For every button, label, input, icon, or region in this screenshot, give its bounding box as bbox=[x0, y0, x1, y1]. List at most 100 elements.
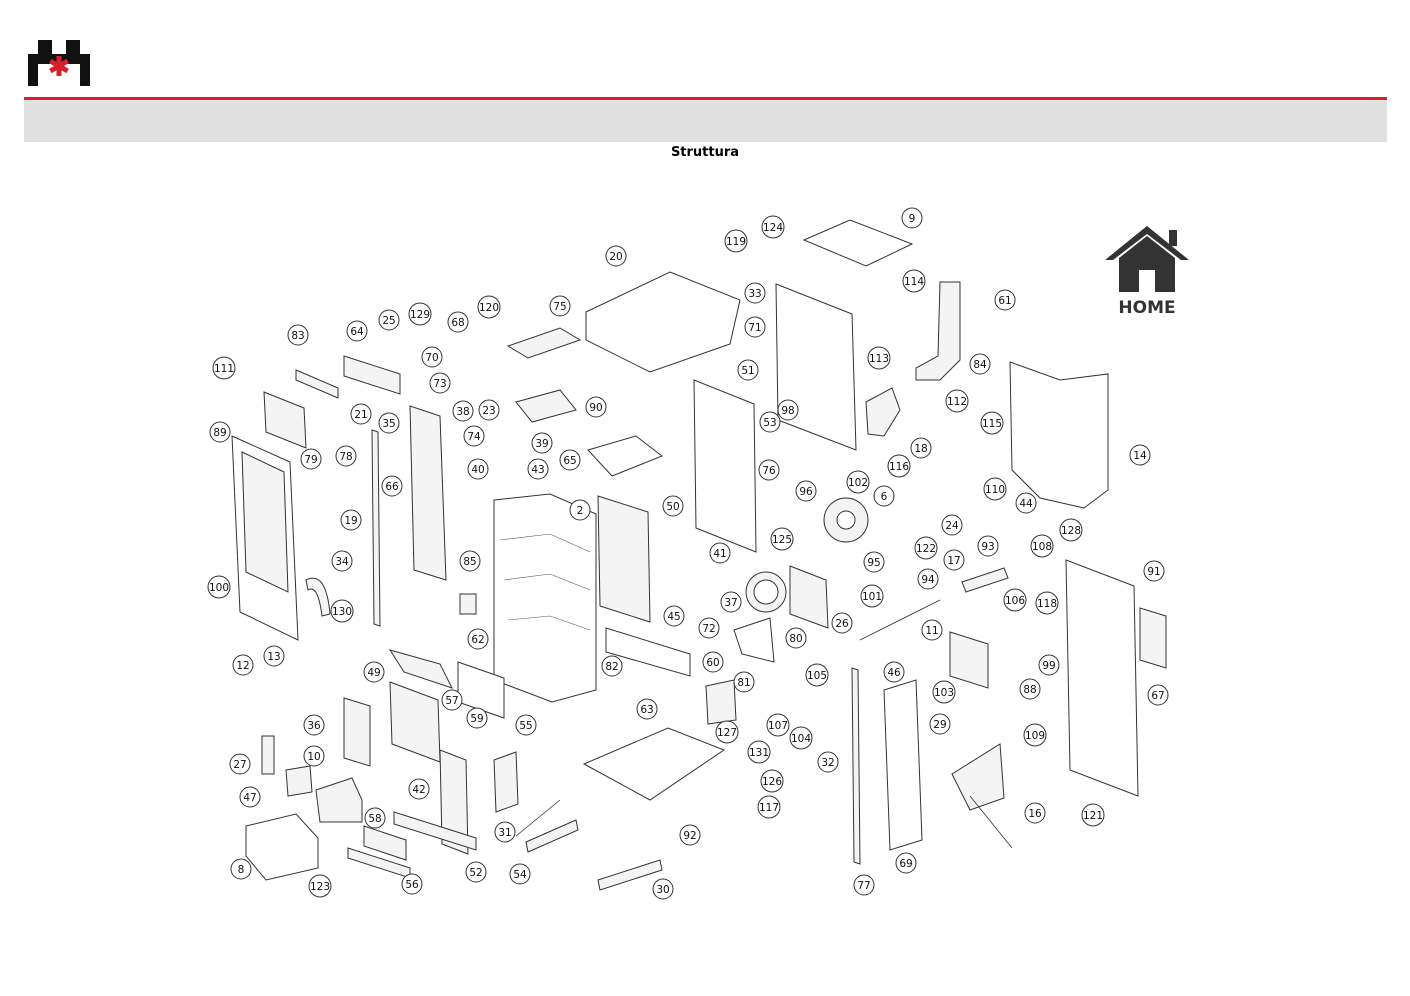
callout-11: 11 bbox=[921, 619, 943, 641]
callout-118: 118 bbox=[1035, 591, 1059, 615]
callout-130: 130 bbox=[330, 599, 354, 623]
callout-113: 113 bbox=[867, 346, 891, 370]
callout-label: 25 bbox=[382, 315, 395, 327]
brand-logo-icon bbox=[28, 40, 90, 86]
callout-label: 50 bbox=[666, 501, 679, 513]
callout-76: 76 bbox=[758, 459, 780, 481]
callout-59: 59 bbox=[466, 707, 488, 729]
callout-label: 88 bbox=[1023, 684, 1036, 696]
callout-label: 114 bbox=[904, 276, 924, 288]
callout-38: 38 bbox=[452, 400, 474, 422]
callout-label: 122 bbox=[916, 543, 936, 555]
callout-label: 34 bbox=[335, 556, 349, 568]
callout-100: 100 bbox=[207, 575, 231, 599]
callout-label: 41 bbox=[713, 548, 726, 560]
callout-13: 13 bbox=[263, 645, 285, 667]
callout-label: 14 bbox=[1133, 450, 1147, 462]
callout-label: 45 bbox=[667, 611, 680, 623]
callout-74: 74 bbox=[463, 425, 485, 447]
callout-label: 57 bbox=[445, 695, 458, 707]
callout-43: 43 bbox=[527, 458, 549, 480]
callout-label: 19 bbox=[344, 515, 357, 527]
callout-label: 56 bbox=[405, 879, 419, 891]
callout-label: 44 bbox=[1019, 498, 1033, 510]
callout-50: 50 bbox=[662, 495, 684, 517]
callout-label: 115 bbox=[982, 418, 1002, 430]
callout-label: 69 bbox=[899, 858, 912, 870]
callout-label: 2 bbox=[577, 505, 584, 517]
callout-label: 117 bbox=[759, 802, 779, 814]
callout-label: 61 bbox=[998, 295, 1011, 307]
callout-label: 106 bbox=[1005, 595, 1025, 607]
callout-99: 99 bbox=[1038, 654, 1060, 676]
callout-109: 109 bbox=[1023, 723, 1047, 747]
callout-92: 92 bbox=[679, 824, 701, 846]
callout-64: 64 bbox=[346, 320, 368, 342]
callout-83: 83 bbox=[287, 324, 309, 346]
callout-label: 90 bbox=[589, 402, 602, 414]
header-band bbox=[24, 100, 1387, 142]
callout-label: 73 bbox=[433, 378, 446, 390]
callout-41: 41 bbox=[709, 542, 731, 564]
callout-label: 70 bbox=[425, 352, 438, 364]
callout-24: 24 bbox=[941, 514, 963, 536]
callout-26: 26 bbox=[831, 612, 853, 634]
callout-label: 35 bbox=[382, 418, 395, 430]
callout-96: 96 bbox=[795, 480, 817, 502]
callout-label: 67 bbox=[1151, 690, 1164, 702]
callout-label: 12 bbox=[236, 660, 249, 672]
callout-label: 21 bbox=[354, 409, 367, 421]
callout-label: 125 bbox=[772, 534, 792, 546]
callout-111: 111 bbox=[212, 356, 236, 380]
callout-108: 108 bbox=[1030, 534, 1054, 558]
callout-label: 20 bbox=[609, 251, 622, 263]
callout-25: 25 bbox=[378, 309, 400, 331]
callout-label: 42 bbox=[412, 784, 425, 796]
callout-23: 23 bbox=[478, 399, 500, 421]
home-button[interactable]: HOME bbox=[1101, 220, 1193, 320]
callout-label: 43 bbox=[531, 464, 544, 476]
callout-8: 8 bbox=[230, 858, 252, 880]
callout-label: 59 bbox=[470, 713, 483, 725]
callout-44: 44 bbox=[1015, 492, 1037, 514]
callout-label: 65 bbox=[563, 455, 576, 467]
callout-label: 120 bbox=[479, 302, 499, 314]
callout-37: 37 bbox=[720, 591, 742, 613]
callout-20: 20 bbox=[605, 245, 627, 267]
callout-label: 74 bbox=[467, 431, 481, 443]
callout-2: 2 bbox=[569, 499, 591, 521]
callout-18: 18 bbox=[910, 437, 932, 459]
callout-117: 117 bbox=[757, 795, 781, 819]
callout-label: 23 bbox=[482, 405, 495, 417]
callout-102: 102 bbox=[846, 470, 870, 494]
callout-95: 95 bbox=[863, 551, 885, 573]
callout-label: 55 bbox=[519, 720, 532, 732]
callout-93: 93 bbox=[977, 535, 999, 557]
callout-label: 110 bbox=[985, 484, 1005, 496]
callout-label: 51 bbox=[741, 365, 754, 377]
callout-label: 24 bbox=[945, 520, 959, 532]
callout-90: 90 bbox=[585, 396, 607, 418]
callout-label: 13 bbox=[267, 651, 280, 663]
callout-77: 77 bbox=[853, 874, 875, 896]
callout-55: 55 bbox=[515, 714, 537, 736]
callout-110: 110 bbox=[983, 477, 1007, 501]
callout-label: 81 bbox=[737, 677, 750, 689]
callout-42: 42 bbox=[408, 778, 430, 800]
header-rule bbox=[24, 97, 1387, 100]
callout-label: 119 bbox=[726, 236, 746, 248]
callout-label: 79 bbox=[304, 454, 317, 466]
callout-107: 107 bbox=[766, 713, 790, 737]
callout-12: 12 bbox=[232, 654, 254, 676]
callout-114: 114 bbox=[902, 269, 926, 293]
callout-54: 54 bbox=[509, 863, 531, 885]
callout-label: 112 bbox=[947, 396, 967, 408]
callout-51: 51 bbox=[737, 359, 759, 381]
callout-101: 101 bbox=[860, 584, 884, 608]
callout-73: 73 bbox=[429, 372, 451, 394]
callout-label: 131 bbox=[749, 747, 769, 759]
callout-121: 121 bbox=[1081, 803, 1105, 827]
callout-88: 88 bbox=[1019, 678, 1041, 700]
callout-label: 58 bbox=[368, 813, 381, 825]
callout-21: 21 bbox=[350, 403, 372, 425]
